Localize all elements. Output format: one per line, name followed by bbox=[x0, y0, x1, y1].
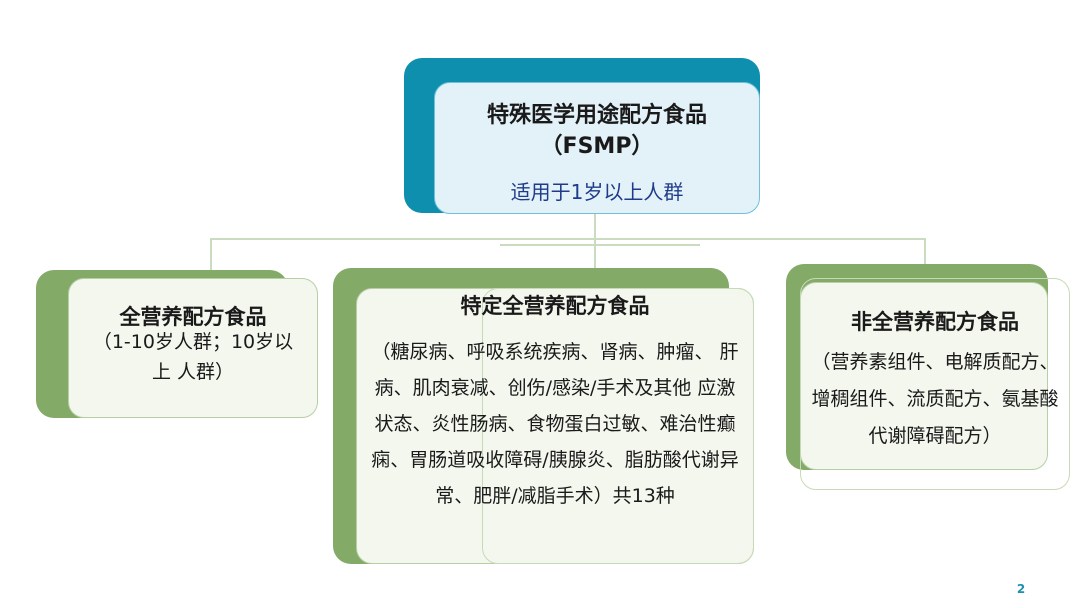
top-box: 特殊医学用途配方食品 （FSMP） 适用于1岁以上人群 bbox=[434, 82, 760, 214]
page-number: 2 bbox=[1016, 582, 1026, 596]
left-box: 全营养配方食品 （1-10岁人群；10岁以上 人群） bbox=[68, 278, 318, 418]
right-box-body: （营养素组件、电解质配方、 增稠组件、流质配方、氨基酸 代谢障碍配方） bbox=[811, 351, 1059, 447]
middle-box-body: （糖尿病、呼吸系统疾病、肾病、肿瘤、 肝病、肌肉衰减、创伤/感染/手术及其他 应… bbox=[371, 341, 739, 507]
middle-box bbox=[356, 288, 754, 564]
connector-horizontal-inner bbox=[500, 244, 700, 246]
middle-box-title: 特定全营养配方食品 bbox=[460, 294, 650, 318]
middle-box-outline bbox=[482, 288, 754, 564]
top-box-note: 适用于1岁以上人群 bbox=[510, 180, 684, 204]
connector-left-drop bbox=[210, 238, 212, 270]
right-box bbox=[800, 282, 1048, 470]
connector-horizontal bbox=[210, 238, 926, 240]
connector-top-vertical bbox=[594, 213, 596, 240]
left-box-title: 全营养配方食品 bbox=[119, 305, 267, 329]
right-box-title: 非全营养配方食品 bbox=[851, 310, 1019, 334]
top-box-title: 特殊医学用途配方食品 bbox=[486, 103, 707, 128]
connector-right-drop bbox=[924, 238, 926, 265]
right-box-outline bbox=[800, 278, 1070, 490]
left-box-body: （1-10岁人群；10岁以上 人群） bbox=[92, 331, 294, 383]
connector-middle-drop bbox=[594, 238, 596, 268]
top-box-subtitle: （FSMP） bbox=[540, 134, 654, 159]
